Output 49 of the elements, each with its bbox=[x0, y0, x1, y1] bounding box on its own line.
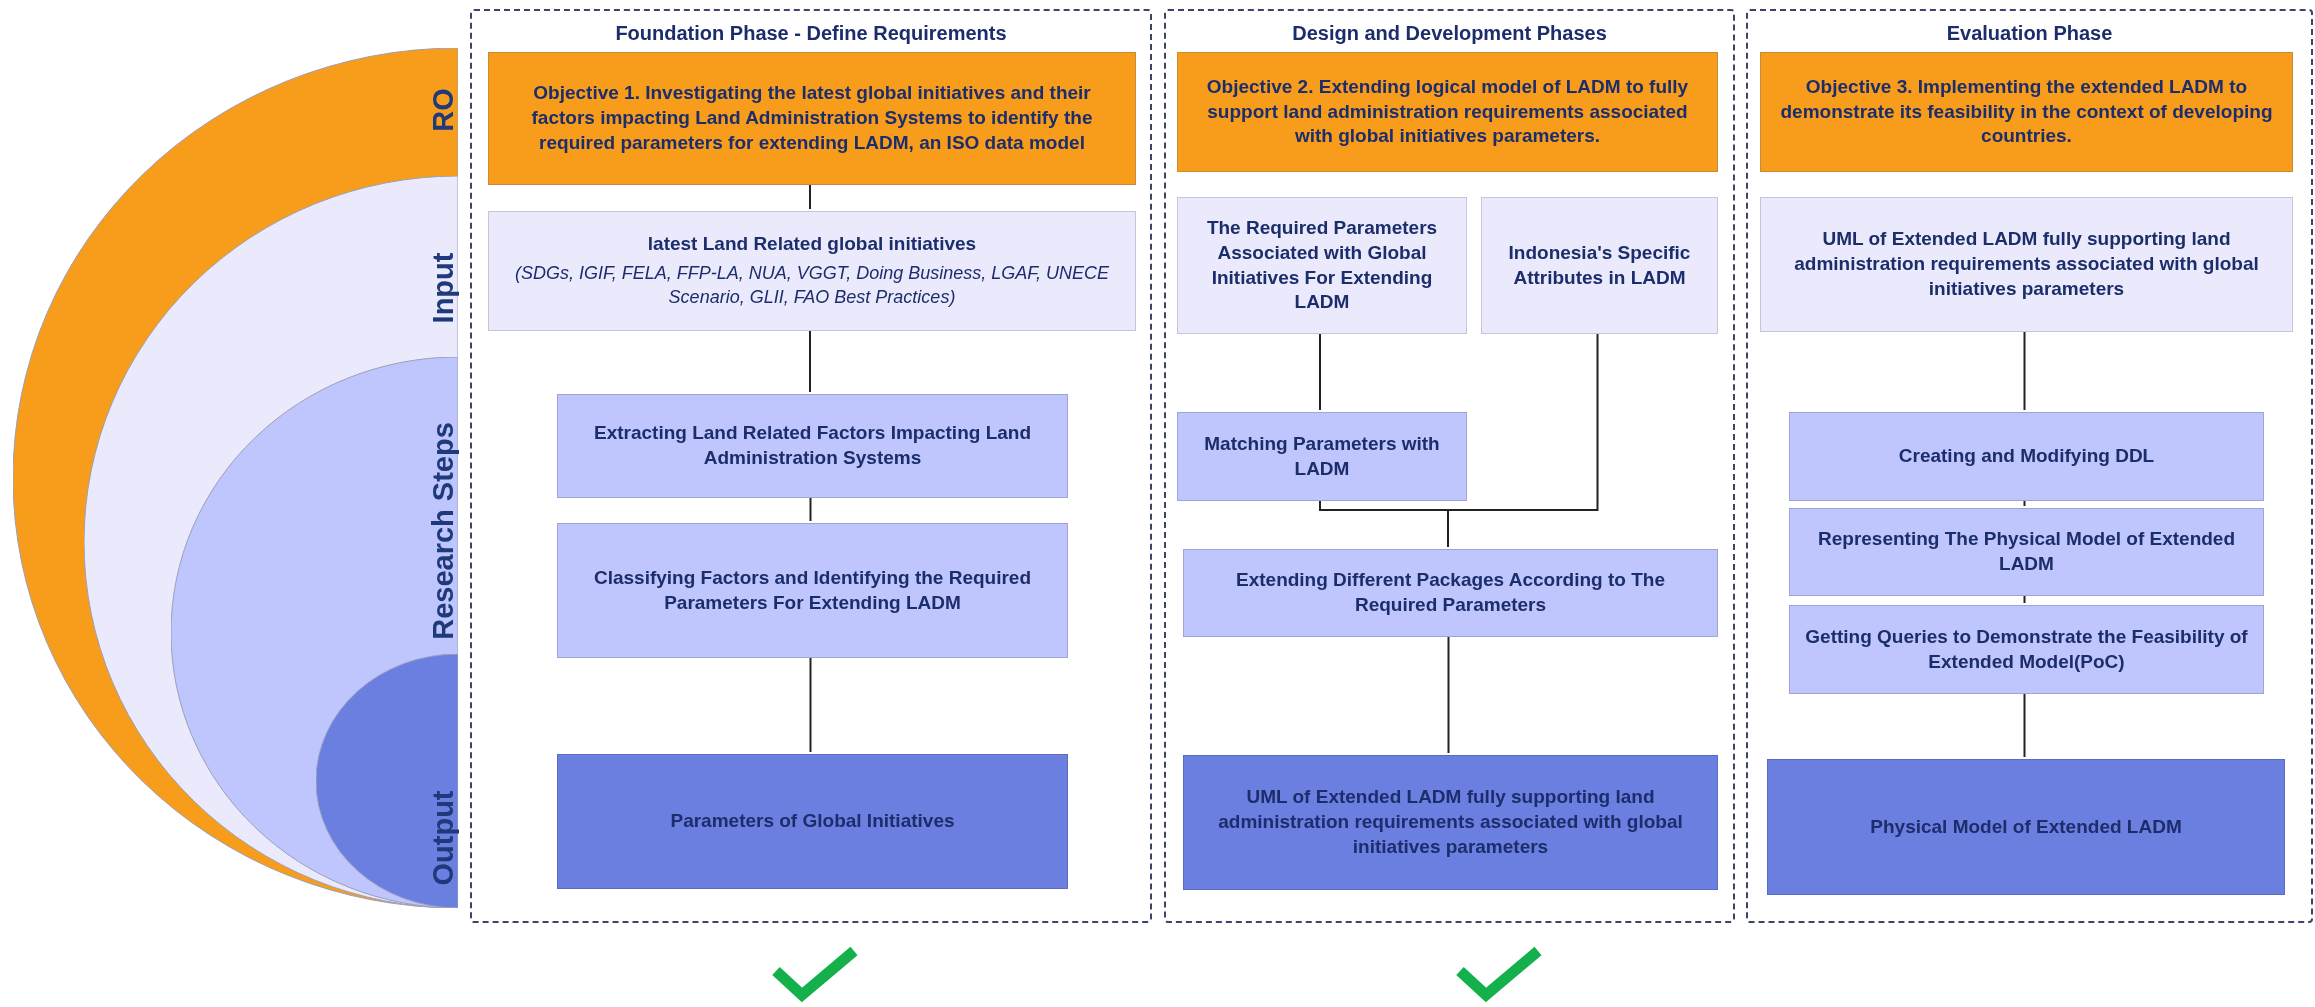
process-box bbox=[1789, 508, 2264, 596]
row-label: Input bbox=[428, 252, 458, 324]
box-text: Representing The Physical Model of Extended LADM bbox=[1817, 527, 2236, 576]
box-text: Getting Queries to Demonstrate the Feasibility of Extended Model(PoC) bbox=[1804, 624, 2249, 674]
objective-box bbox=[488, 52, 1136, 185]
box-text: The Required Parameters Associated with Global Initiatives For Extending LADM bbox=[1205, 216, 1439, 315]
objective-box bbox=[1760, 52, 2293, 172]
box-text: UML of Extended LADM fully supporting land administration requirements associated with global initiatives parameters bbox=[1793, 227, 2260, 301]
box-text: Classifying Factors and Identifying the Required Parameters For Extending LADM bbox=[592, 565, 1033, 615]
phase-title: Evaluation Phase bbox=[1945, 21, 2114, 46]
row-label: Output bbox=[428, 790, 458, 886]
box-text: Matching Parameters with LADM bbox=[1203, 431, 1441, 481]
output-box bbox=[1183, 755, 1718, 890]
box-subtext: (SDGs, IGIF, FELA, FFP-LA, NUA, VGGT, Doing Business, LGAF, UNECE Scenario, GLII, FAO Best Practices) bbox=[514, 262, 1110, 310]
input-box bbox=[1177, 197, 1467, 334]
half-ellipse-band bbox=[171, 357, 458, 908]
input-box bbox=[1760, 197, 2293, 332]
box-text: Extracting Land Related Factors Impacting Land Administration Systems bbox=[592, 421, 1033, 470]
box-text: Extending Different Packages According to The Required Parameters bbox=[1235, 568, 1666, 617]
box-text: Parameters of Global Initiatives bbox=[670, 809, 955, 834]
process-box bbox=[1183, 549, 1718, 637]
box-text: Objective 3. Implementing the extended LADM to demonstrate its feasibility in the context of developing countries. bbox=[1779, 74, 2274, 149]
box-text: UML of Extended LADM fully supporting land administration requirements associated with global initiatives parameters bbox=[1217, 785, 1684, 859]
half-ellipse-band bbox=[316, 654, 458, 908]
phase-title: Design and Development Phases bbox=[1291, 21, 1608, 46]
process-box bbox=[1789, 412, 2264, 501]
row-label: Research Steps bbox=[428, 422, 458, 640]
objective-box bbox=[1177, 52, 1718, 172]
dashed-phase-panel bbox=[470, 9, 1152, 923]
row-label: RO bbox=[428, 88, 458, 132]
input-box bbox=[488, 211, 1136, 331]
box-text: Physical Model of Extended LADM bbox=[1870, 814, 2182, 839]
process-box bbox=[1177, 412, 1467, 501]
half-ellipse-band bbox=[84, 176, 458, 908]
process-box bbox=[557, 523, 1068, 658]
phase-title: Foundation Phase - Define Requirements bbox=[614, 21, 1008, 46]
output-box bbox=[557, 754, 1068, 889]
box-text: Indonesia's Specific Attributes in LADM bbox=[1507, 240, 1692, 290]
box-text: Objective 1. Investigating the latest global initiatives and their factors impacting Land Administration Systems to identify the required parameters for extending LADM, an ISO data model bbox=[530, 81, 1094, 155]
process-box bbox=[557, 394, 1068, 498]
dashed-phase-panel bbox=[1164, 9, 1735, 923]
half-ellipse-band bbox=[13, 48, 458, 908]
box-text: Objective 2. Extending logical model of LADM to fully support land administration requirements associated with global initiatives parameters. bbox=[1205, 74, 1690, 149]
input-box bbox=[1481, 197, 1718, 334]
box-text: latest Land Related global initiatives bbox=[647, 232, 977, 257]
dashed-phase-panel bbox=[1746, 9, 2313, 923]
box-text: Creating and Modifying DDL bbox=[1898, 444, 2155, 469]
process-box bbox=[1789, 605, 2264, 694]
output-box bbox=[1767, 759, 2285, 895]
